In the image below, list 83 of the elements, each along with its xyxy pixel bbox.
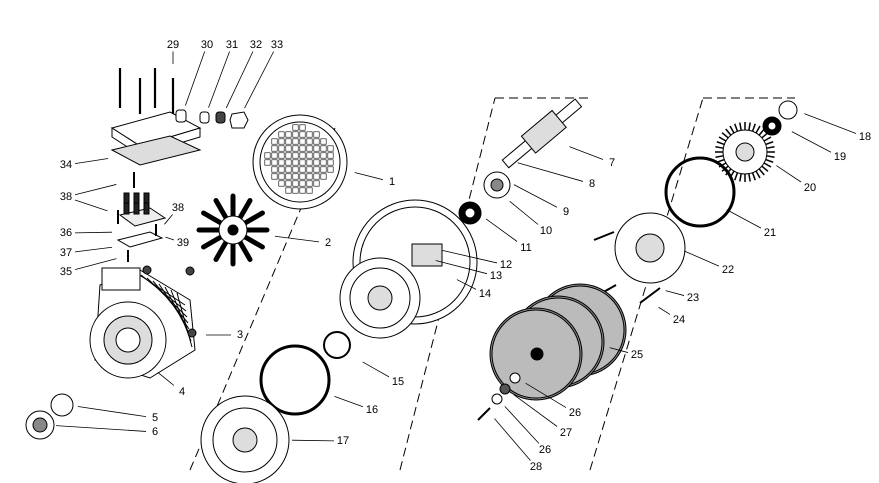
callout-number: 28 xyxy=(527,460,545,474)
callout-number: 30 xyxy=(198,38,216,52)
leader-line xyxy=(362,362,390,378)
leader-line xyxy=(513,184,558,208)
leader-line xyxy=(74,184,117,196)
leader-line xyxy=(568,146,604,160)
leader-line xyxy=(184,51,206,106)
callout-number: 20 xyxy=(801,182,819,194)
leader-line xyxy=(334,396,364,408)
callout-number: 7 xyxy=(603,156,621,170)
leader-line xyxy=(726,209,762,229)
callout-number: 11 xyxy=(517,242,535,254)
callout-number: 26 xyxy=(536,444,554,456)
callout-number: 9 xyxy=(557,206,575,218)
leader-line xyxy=(208,51,230,108)
callout-number: 33 xyxy=(268,38,286,52)
callout-number: 29 xyxy=(164,38,182,52)
callout-number: 1 xyxy=(383,176,401,188)
callout-number: 6 xyxy=(146,426,164,438)
leader-line xyxy=(292,440,334,442)
callout-number: 10 xyxy=(537,224,555,238)
leader-line xyxy=(517,162,584,182)
callout-number: 3 xyxy=(231,328,249,342)
leader-line xyxy=(74,246,112,252)
callout-number: 25 xyxy=(628,348,646,362)
leader-line xyxy=(165,236,174,240)
leader-line xyxy=(74,158,109,164)
leader-line xyxy=(791,131,832,153)
callout-number: 5 xyxy=(146,412,164,424)
leader-line xyxy=(684,250,720,266)
callout-number: 21 xyxy=(761,226,779,240)
callout-number: 22 xyxy=(719,264,737,276)
callout-number: 36 xyxy=(57,226,75,240)
leader-line xyxy=(56,425,146,432)
leader-line xyxy=(78,406,146,418)
leader-line xyxy=(435,260,488,274)
leader-line xyxy=(776,165,802,182)
callout-number: 15 xyxy=(389,376,407,388)
leader-line xyxy=(804,113,856,134)
leader-line xyxy=(74,200,108,212)
leader-line xyxy=(494,418,531,461)
leader-line xyxy=(157,372,174,386)
callout-number: 26 xyxy=(566,406,584,420)
leader-line xyxy=(525,382,566,408)
leader-line xyxy=(456,279,476,290)
leader-line xyxy=(486,218,518,242)
leader-line xyxy=(504,406,540,444)
callout-number: 12 xyxy=(497,258,515,272)
leader-line xyxy=(226,51,254,108)
callout-number: 35 xyxy=(57,266,75,278)
leader-line xyxy=(441,250,498,264)
callout-number: 4 xyxy=(173,386,191,398)
leader-line xyxy=(354,172,384,180)
leader-line xyxy=(244,51,274,108)
leader-line xyxy=(509,200,538,225)
leader-line xyxy=(74,232,112,234)
callout-number: 2 xyxy=(319,236,337,250)
callout-number: 34 xyxy=(57,158,75,172)
leader-line xyxy=(658,306,670,315)
callout-number: 39 xyxy=(174,236,192,250)
leader-line xyxy=(514,394,558,427)
callout-number: 19 xyxy=(831,150,849,164)
callout-number: 27 xyxy=(557,426,575,440)
leader-line xyxy=(665,290,684,296)
callout-number: 16 xyxy=(363,404,381,416)
leader-line xyxy=(164,214,173,225)
callout-number: 38 xyxy=(169,202,187,214)
callout-number: 23 xyxy=(684,292,702,304)
leader-line xyxy=(172,51,174,64)
leader-line xyxy=(609,347,628,353)
leader-line xyxy=(274,236,320,242)
callout-number: 17 xyxy=(334,434,352,448)
callout-number: 38 xyxy=(57,190,75,204)
callout-number: 8 xyxy=(583,178,601,190)
callout-number: 31 xyxy=(223,38,241,52)
callout-number: 18 xyxy=(856,130,874,144)
callout-number: 13 xyxy=(487,270,505,282)
leader-line xyxy=(206,334,232,336)
callout-number: 24 xyxy=(670,314,688,326)
callout-number: 14 xyxy=(476,288,494,300)
leader-line xyxy=(74,258,117,270)
callout-number: 37 xyxy=(57,246,75,260)
callout-number: 32 xyxy=(247,38,265,52)
